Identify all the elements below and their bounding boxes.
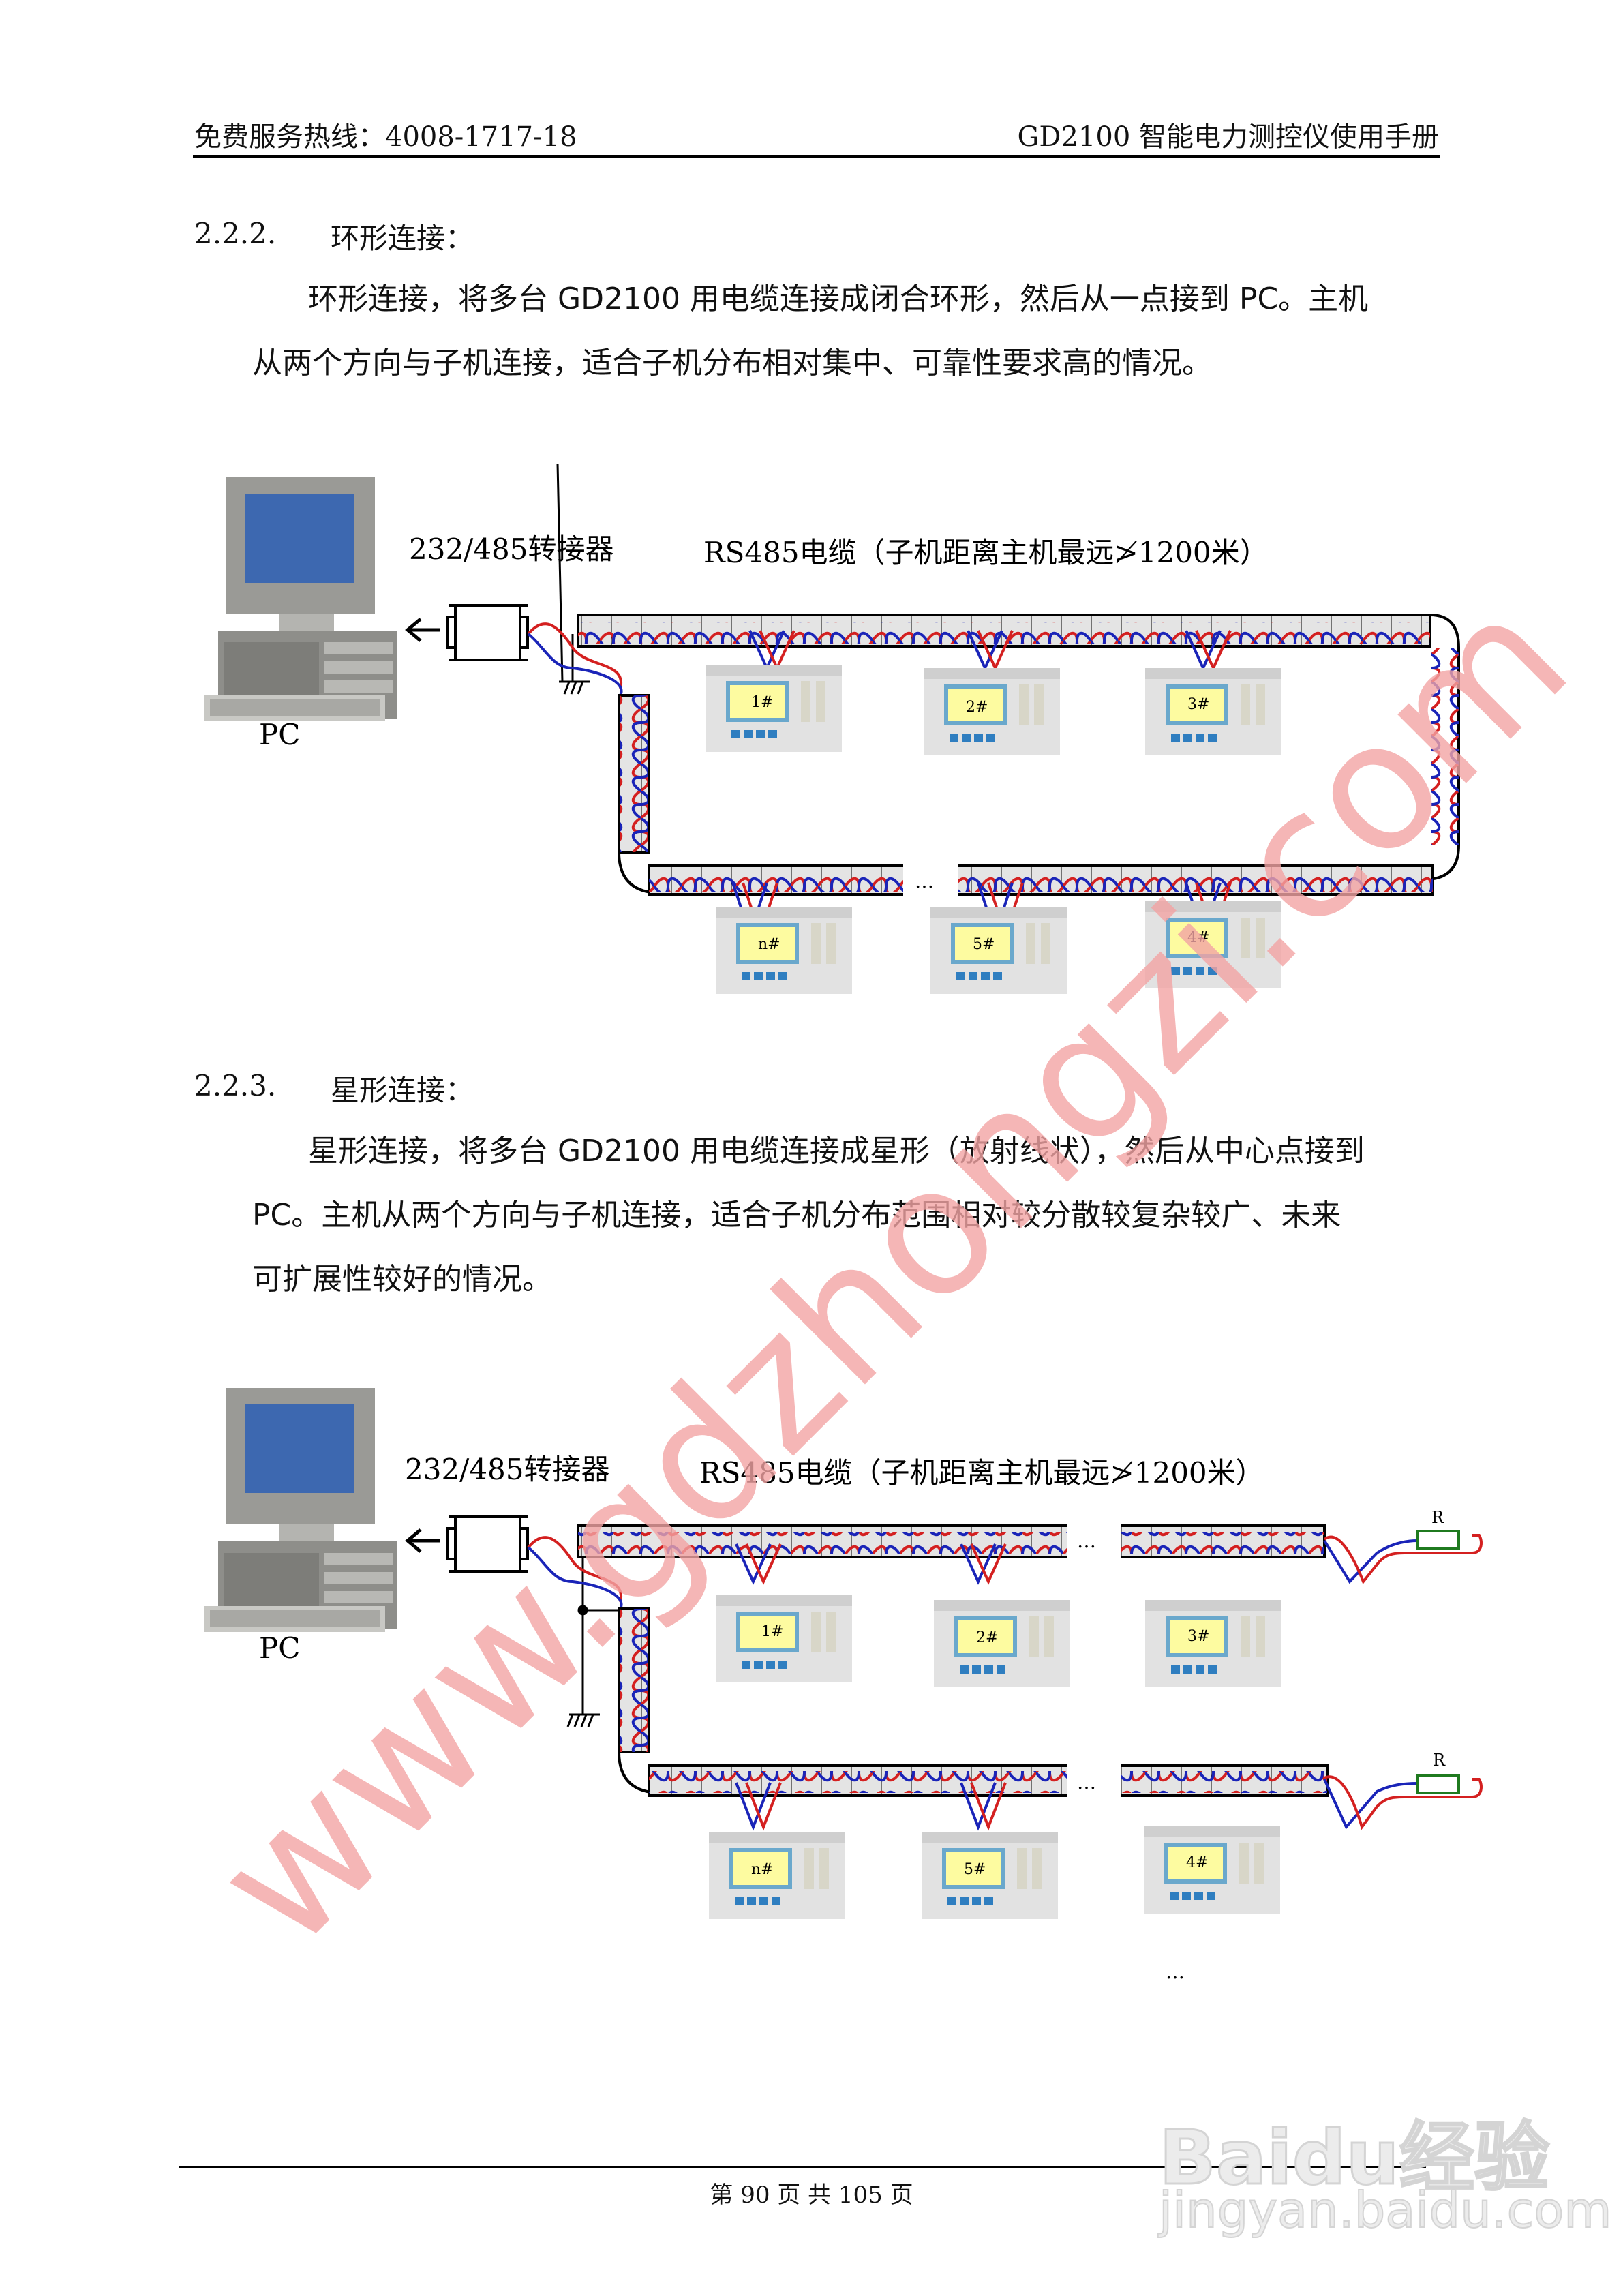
section-ring-title: 环形连接： [331, 222, 474, 255]
section-star-paragraph-line1: 星形连接，将多台 GD2100 用电缆连接成星形（放射线状），然后从中心点接到 [308, 1134, 1365, 1168]
device-label: 3# [1187, 1628, 1209, 1645]
footer-page-number: 第 90 页 共 105 页 [710, 2181, 913, 2209]
star-resistor-label-top: R [1431, 1508, 1444, 1527]
section-star-title: 星形连接： [331, 1074, 474, 1107]
star-top-ellipsis: … [1077, 1530, 1096, 1552]
ground-symbol-icon [566, 1551, 620, 1727]
device-label: 1# [751, 694, 773, 711]
header-rule [193, 155, 1440, 158]
device-label: n# [758, 936, 780, 953]
device-label: n# [751, 1861, 774, 1878]
device-label: 5# [973, 936, 995, 953]
rs232-rs485-converter-icon [446, 1515, 529, 1573]
ring-pc-label: PC [259, 718, 300, 751]
device-meter-2: 2# [934, 1600, 1070, 1687]
device-meter-2: 2# [924, 668, 1060, 755]
device-label: 5# [964, 1861, 986, 1878]
device-meter-1: 1# [716, 1595, 852, 1682]
ring-cable-ellipsis: … [915, 870, 934, 892]
device-meter-3: 3# [1145, 1600, 1281, 1687]
arrow-left-icon [405, 1528, 440, 1553]
device-meter-1: 1# [706, 665, 842, 752]
device-meter-n: n# [716, 907, 852, 994]
section-ring-paragraph-line1: 环形连接，将多台 GD2100 用电缆连接成闭合环形，然后从一点接到 PC。主机 [308, 282, 1369, 316]
star-resistor-label-bottom: R [1433, 1751, 1446, 1770]
device-label: 2# [966, 699, 988, 716]
rs485-cable-left [618, 694, 662, 894]
star-pc-label: PC [259, 1631, 300, 1665]
star-more-devices-ellipsis: … [1166, 1961, 1185, 1983]
terminal-resistor-icon [1416, 1774, 1460, 1794]
section-ring-paragraph-line2: 从两个方向与子机连接，适合子机分布相对集中、可靠性要求高的情况。 [252, 346, 1212, 380]
device-meter-4: 4# [1144, 1826, 1280, 1914]
footer-rule [179, 2166, 1426, 2168]
header-hotline: 免费服务热线：4008-1717-18 [194, 121, 577, 153]
star-bottom-ellipsis: … [1077, 1771, 1096, 1794]
section-ring-number: 2.2.2. [194, 217, 277, 250]
star-converter-label: 232/485转接器 [405, 1453, 609, 1486]
section-star-paragraph-line3: 可扩展性较好的情况。 [252, 1262, 552, 1297]
device-meter-5: 5# [922, 1832, 1058, 1919]
device-meter-4: 4# [1145, 901, 1281, 988]
rs485-cable-top [577, 614, 1431, 671]
star-topology-diagram: PC 232/485转接器 RS485电缆（子机距离主机最远≯1200米） [191, 1377, 1486, 2004]
ring-topology-diagram: PC 232/485转接器 RS485电缆（子机距离主机最远≯1200米） [191, 463, 1486, 1009]
terminal-resistor-icon [1416, 1530, 1460, 1550]
device-label: 4# [1187, 929, 1209, 946]
rs485-cable-vertical [618, 1607, 662, 1794]
device-label: 2# [976, 1629, 998, 1646]
device-meter-n: n# [709, 1832, 845, 1919]
pc-computer-icon [204, 477, 397, 721]
section-star-number: 2.2.3. [194, 1069, 277, 1102]
rs485-cable-branch-bottom: … R [648, 1751, 1483, 1831]
ground-symbol-icon [556, 463, 590, 695]
ring-cable-label: RS485电缆（子机距离主机最远≯1200米） [703, 536, 1269, 569]
device-meter-3: 3# [1145, 668, 1281, 755]
rs232-rs485-converter-icon [446, 604, 529, 661]
rs485-cable-bottom: … [648, 863, 1434, 939]
device-label: 3# [1187, 696, 1209, 713]
device-label: 1# [761, 1623, 783, 1640]
ring-converter-label: 232/485转接器 [409, 532, 613, 566]
header-manual-title: GD2100 智能电力测控仪使用手册 [1017, 121, 1439, 153]
device-meter-5: 5# [930, 907, 1067, 994]
rs485-cable-branch-top: … R [577, 1508, 1483, 1585]
arrow-left-icon [405, 618, 440, 642]
section-star-paragraph-line2: PC。主机从两个方向与子机连接，适合子机分布范围相对较分散较复杂较广、未来 [252, 1198, 1341, 1233]
pc-computer-icon [204, 1388, 397, 1632]
star-cable-label: RS485电缆（子机距离主机最远≯1200米） [699, 1456, 1264, 1490]
device-label: 4# [1186, 1854, 1208, 1871]
